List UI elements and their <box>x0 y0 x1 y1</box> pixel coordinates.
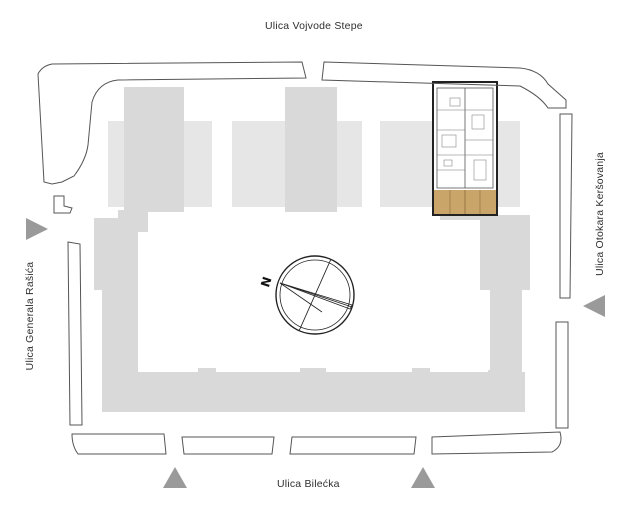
entrance-arrow-icon <box>411 467 435 488</box>
street-label-east: Ulica Otokara Keršovanja <box>594 152 606 276</box>
entrance-arrow-icon <box>163 467 187 488</box>
boundary-west <box>67 241 83 426</box>
north-tower-center <box>285 87 337 212</box>
south-wing <box>145 372 525 412</box>
entrance-arrow-icon <box>26 218 48 240</box>
street-label-north: Ulica Vojvode Stepe <box>265 20 363 32</box>
boundary-south-1 <box>71 433 167 455</box>
boundary-north-west <box>37 61 307 185</box>
boundary-south-3 <box>289 436 417 455</box>
street-label-south: Ulica Bilećka <box>277 478 340 490</box>
highlighted-unit[interactable] <box>432 81 498 216</box>
boundary-south-2 <box>181 436 275 455</box>
north-label: N <box>258 275 274 289</box>
boundary-west-small <box>53 195 73 214</box>
plot-boundaries <box>37 61 573 455</box>
south-wing-bay-3 <box>412 368 430 376</box>
boundary-east-upper <box>559 113 573 299</box>
entrance-arrows <box>26 218 605 488</box>
south-wing-bay-2 <box>300 368 326 376</box>
boundary-south-4 <box>431 431 562 455</box>
compass-rose-icon <box>275 255 355 335</box>
street-label-west: Ulica Generala Rašića <box>24 261 36 371</box>
entrance-arrow-icon <box>583 295 605 317</box>
south-wing-bay-1 <box>198 368 216 376</box>
west-wing <box>94 210 148 412</box>
boundary-east-lower <box>555 321 569 429</box>
east-wing <box>480 215 530 412</box>
boundary-north-east <box>321 61 567 109</box>
north-tower-west <box>124 87 184 212</box>
